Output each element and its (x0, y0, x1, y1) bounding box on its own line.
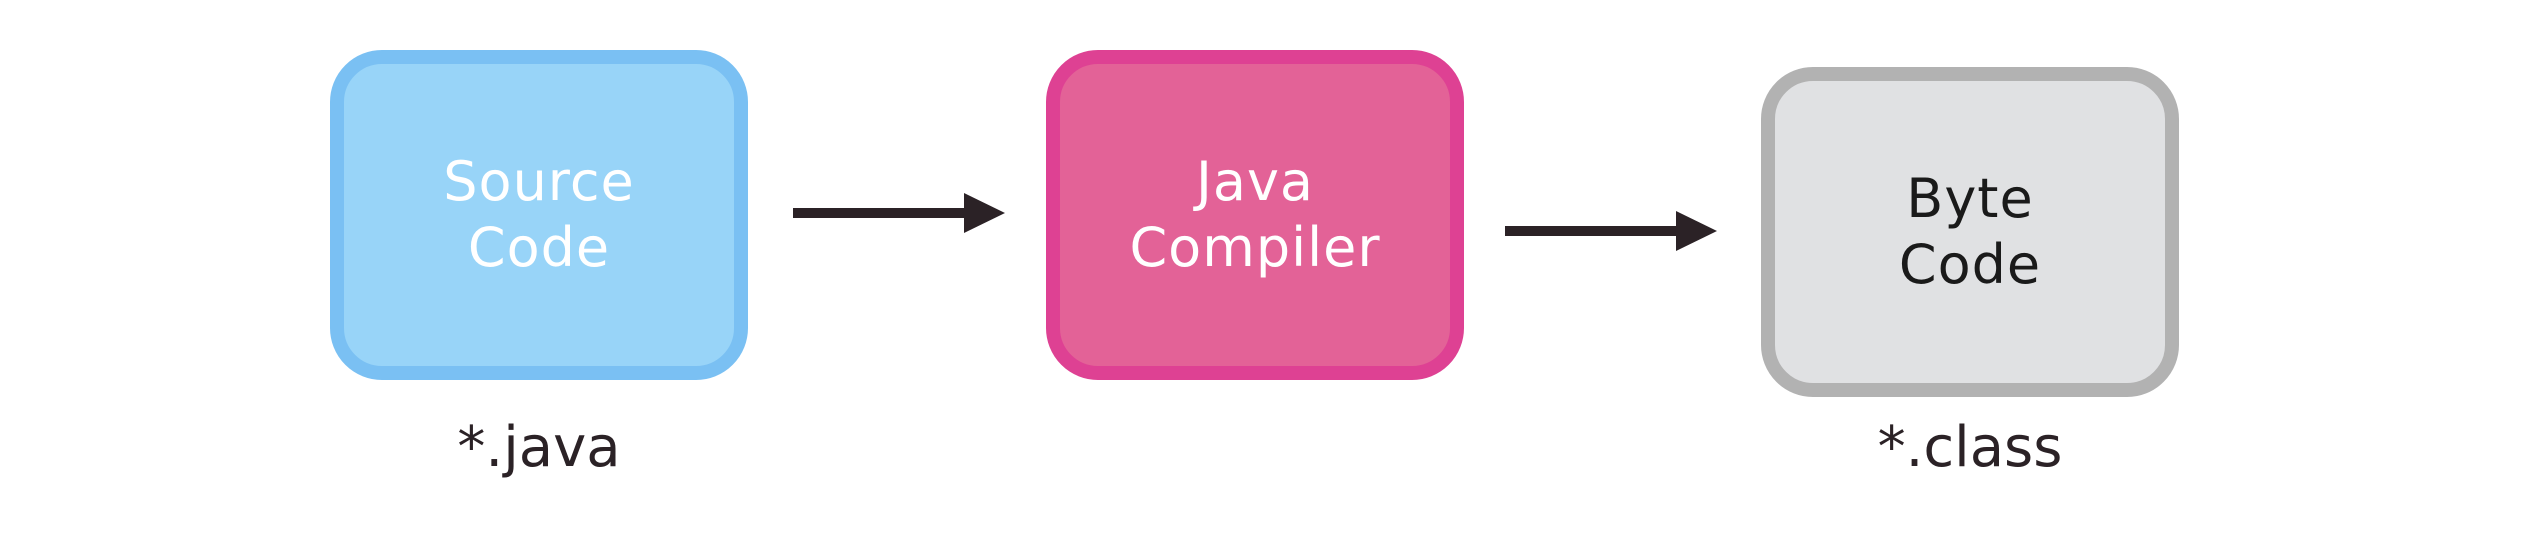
class-file-caption: *.class (1877, 415, 2063, 480)
source-code-label-line2: Code (467, 216, 611, 279)
arrow-source-to-compiler (793, 193, 1005, 233)
byte-code-label-line2: Code (1898, 233, 2042, 296)
byte-code-box: Byte Code (1761, 67, 2179, 397)
source-code-box: Source Code (330, 50, 748, 380)
java-compiler-box: Java Compiler (1046, 50, 1464, 380)
byte-code-label-line1: Byte (1906, 167, 2034, 230)
byte-code-label: Byte Code (1899, 166, 2041, 298)
source-code-label: Source Code (443, 149, 634, 281)
arrow-source-to-compiler-head (964, 193, 1005, 233)
java-compiler-label: Java Compiler (1129, 149, 1380, 281)
java-file-caption: *.java (457, 415, 621, 480)
arrow-compiler-to-bytecode-head (1676, 211, 1717, 251)
java-compiler-label-line2: Compiler (1129, 216, 1381, 279)
arrow-compiler-to-bytecode (1505, 211, 1717, 251)
source-code-label-line1: Source (443, 150, 635, 213)
java-compiler-label-line1: Java (1195, 150, 1315, 213)
